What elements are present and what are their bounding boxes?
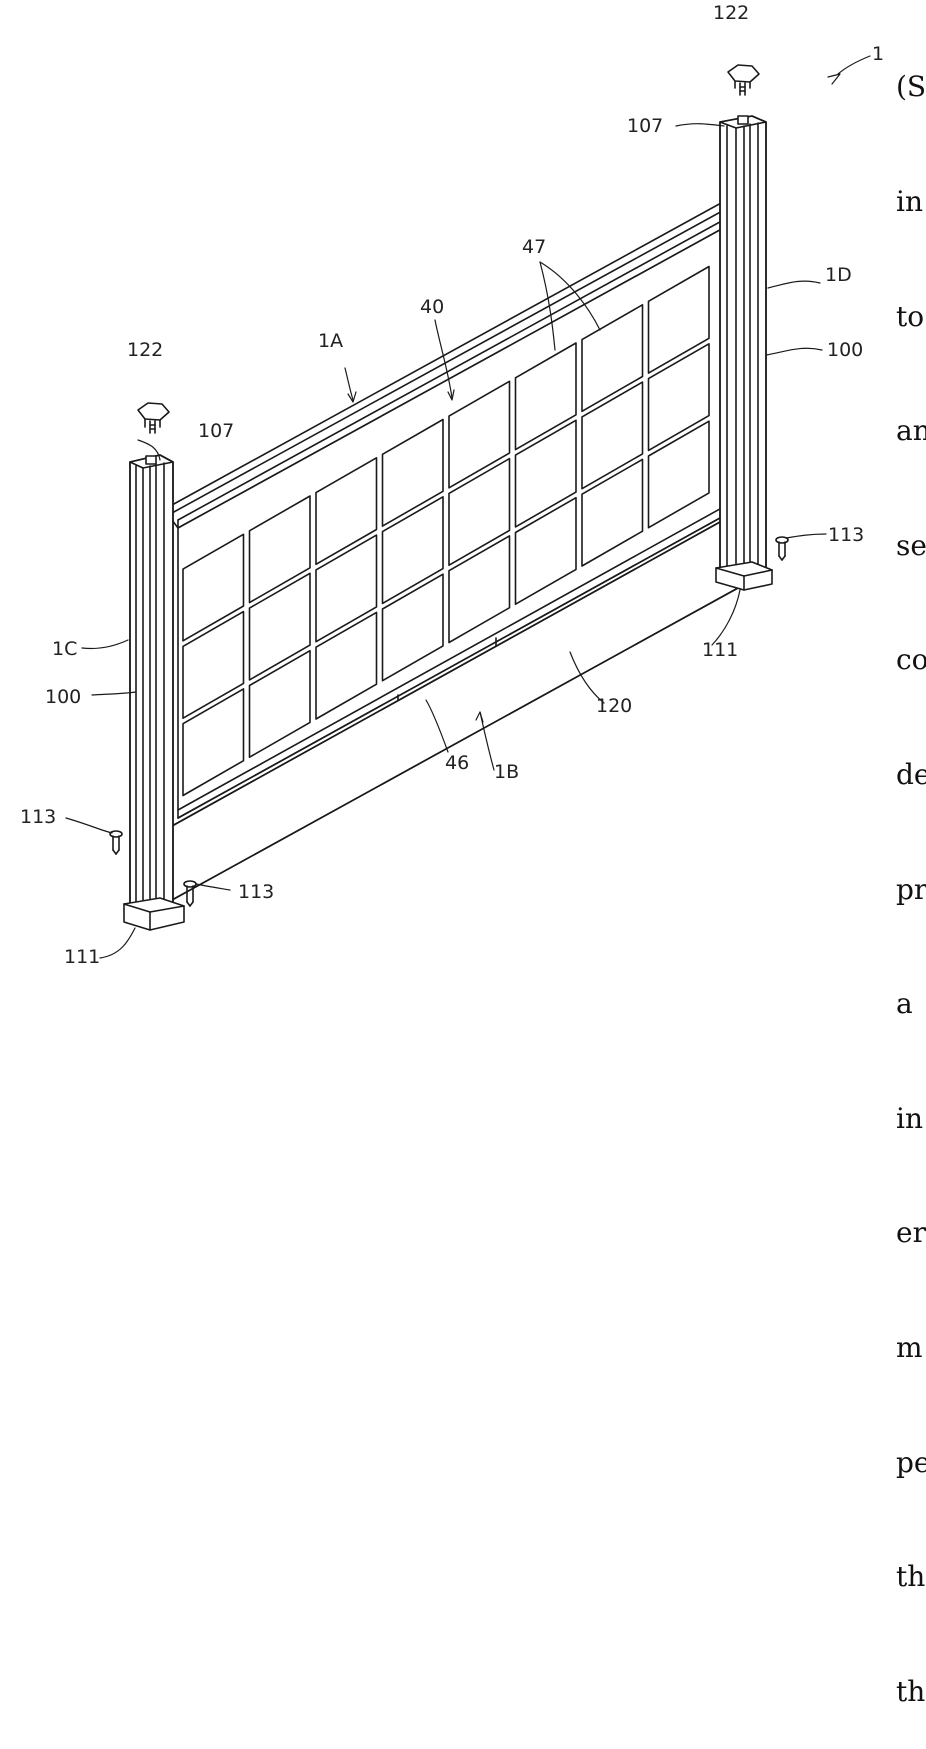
side-text-line: an	[896, 412, 926, 450]
label-ref-100-right: 100	[827, 339, 863, 361]
side-text-line: (S	[896, 68, 926, 106]
label-ref-46: 46	[445, 752, 469, 774]
label-ref-113-right: 113	[828, 524, 864, 546]
left-cap-knob	[138, 403, 169, 433]
label-ref-111-left: 111	[64, 946, 100, 968]
label-ref-100-left: 100	[45, 686, 81, 708]
side-text-line: in	[896, 1100, 926, 1138]
right-cap-knob	[728, 65, 759, 95]
side-text-line: se	[896, 527, 926, 565]
label-ref-120: 120	[596, 695, 632, 717]
label-ref-122-left: 122	[127, 339, 163, 361]
side-text-line: in	[896, 183, 926, 221]
side-text-line: co	[896, 641, 926, 679]
side-text-line: er	[896, 1214, 926, 1252]
label-ref-1C: 1C	[52, 638, 77, 660]
label-ref-1: 1	[872, 43, 884, 65]
side-text-line: de	[896, 756, 926, 794]
label-ref-47: 47	[522, 236, 546, 258]
label-ref-1D: 1D	[825, 264, 852, 286]
side-text-line: th	[896, 1673, 926, 1711]
label-ref-107-right: 107	[627, 115, 663, 137]
patent-drawing-canvas: 1 122 107 1D 100 47 40 1A 122 107 113 11…	[0, 0, 926, 984]
label-ref-1B: 1B	[494, 761, 519, 783]
left-post	[130, 455, 173, 918]
side-text-line: pr	[896, 871, 926, 909]
label-ref-113-left: 113	[20, 806, 56, 828]
label-ref-1A: 1A	[318, 330, 343, 352]
side-text-line: th	[896, 1558, 926, 1596]
screw-middle	[184, 881, 196, 906]
label-ref-113-mid: 113	[238, 881, 274, 903]
label-ref-40: 40	[420, 296, 444, 318]
screw-right	[776, 537, 788, 560]
partition-panel-drawing: 1 122 107 1D 100 47 40 1A 122 107 113 11…	[0, 0, 926, 984]
left-foot	[124, 898, 184, 930]
screw-left	[110, 831, 122, 854]
side-text-line: m	[896, 1329, 926, 1367]
label-ref-107-left: 107	[198, 420, 234, 442]
cropped-side-text: (S in to an se co de pr a in er m pe th …	[896, 0, 926, 1749]
right-post	[720, 116, 766, 575]
label-ref-111-right: 111	[702, 639, 738, 661]
side-text-line: pe	[896, 1444, 926, 1482]
label-ref-122-right: 122	[713, 2, 749, 24]
side-text-line: to	[896, 298, 926, 336]
side-text-line: a	[896, 985, 926, 1023]
